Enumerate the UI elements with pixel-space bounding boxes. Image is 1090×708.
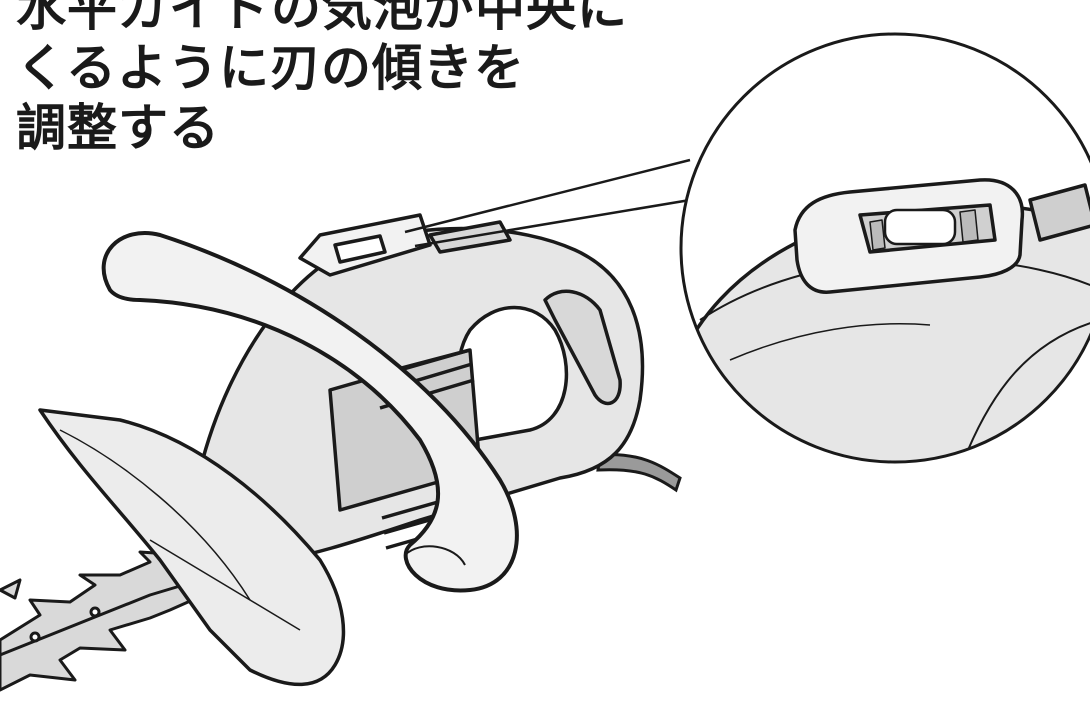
zoom-detail-circle (679, 32, 1090, 464)
callout-leader-lines (404, 158, 691, 248)
power-cord (596, 453, 682, 493)
instruction-line-2: くるように刃の傾きを (16, 39, 525, 97)
blade-guard (38, 408, 346, 687)
front-handle (101, 231, 519, 593)
instruction-text: 水平ガイドの気泡が中央に くるように刃の傾きを 調整する (16, 0, 628, 158)
instruction-line-3: 調整する (16, 99, 220, 157)
bubble-level-icon (793, 178, 1025, 294)
instruction-line-1: 水平ガイドの気泡が中央に (16, 0, 628, 37)
